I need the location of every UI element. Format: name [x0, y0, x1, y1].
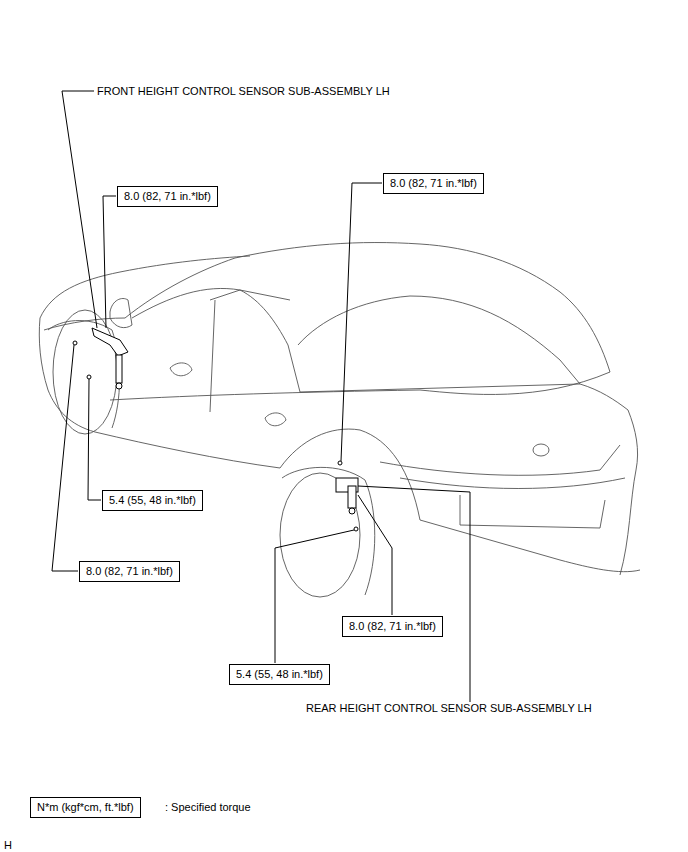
torque-box: 5.4 (55, 48 in.*lbf): [229, 664, 330, 685]
torque-value: 8.0 (82, 71 in.*lbf): [124, 190, 211, 203]
note: : Specified torque: [164, 801, 252, 814]
torque-value: 8.0 (82, 71 in.*lbf): [390, 177, 477, 190]
part-name: REAR HEIGHT CONTROL SENSOR SUB-ASSEMBLY …: [305, 702, 593, 715]
torque-box: 8.0 (82, 71 in.*lbf): [79, 561, 180, 582]
torque-value: N*m (kgf*cm, ft.*lbf): [37, 801, 134, 814]
torque-value: 8.0 (82, 71 in.*lbf): [86, 565, 173, 578]
part-name: FRONT HEIGHT CONTROL SENSOR SUB-ASSEMBLY…: [96, 85, 391, 98]
legend-box: N*m (kgf*cm, ft.*lbf): [30, 797, 141, 818]
torque-value: 5.4 (55, 48 in.*lbf): [236, 668, 323, 681]
torque-box: 8.0 (82, 71 in.*lbf): [383, 173, 484, 194]
torque-value: 8.0 (82, 71 in.*lbf): [349, 620, 436, 633]
torque-box: 5.4 (55, 48 in.*lbf): [102, 490, 203, 511]
torque-value: 5.4 (55, 48 in.*lbf): [109, 494, 196, 507]
note: H: [3, 839, 13, 852]
torque-box: 8.0 (82, 71 in.*lbf): [342, 616, 443, 637]
torque-box: 8.0 (82, 71 in.*lbf): [117, 186, 218, 207]
